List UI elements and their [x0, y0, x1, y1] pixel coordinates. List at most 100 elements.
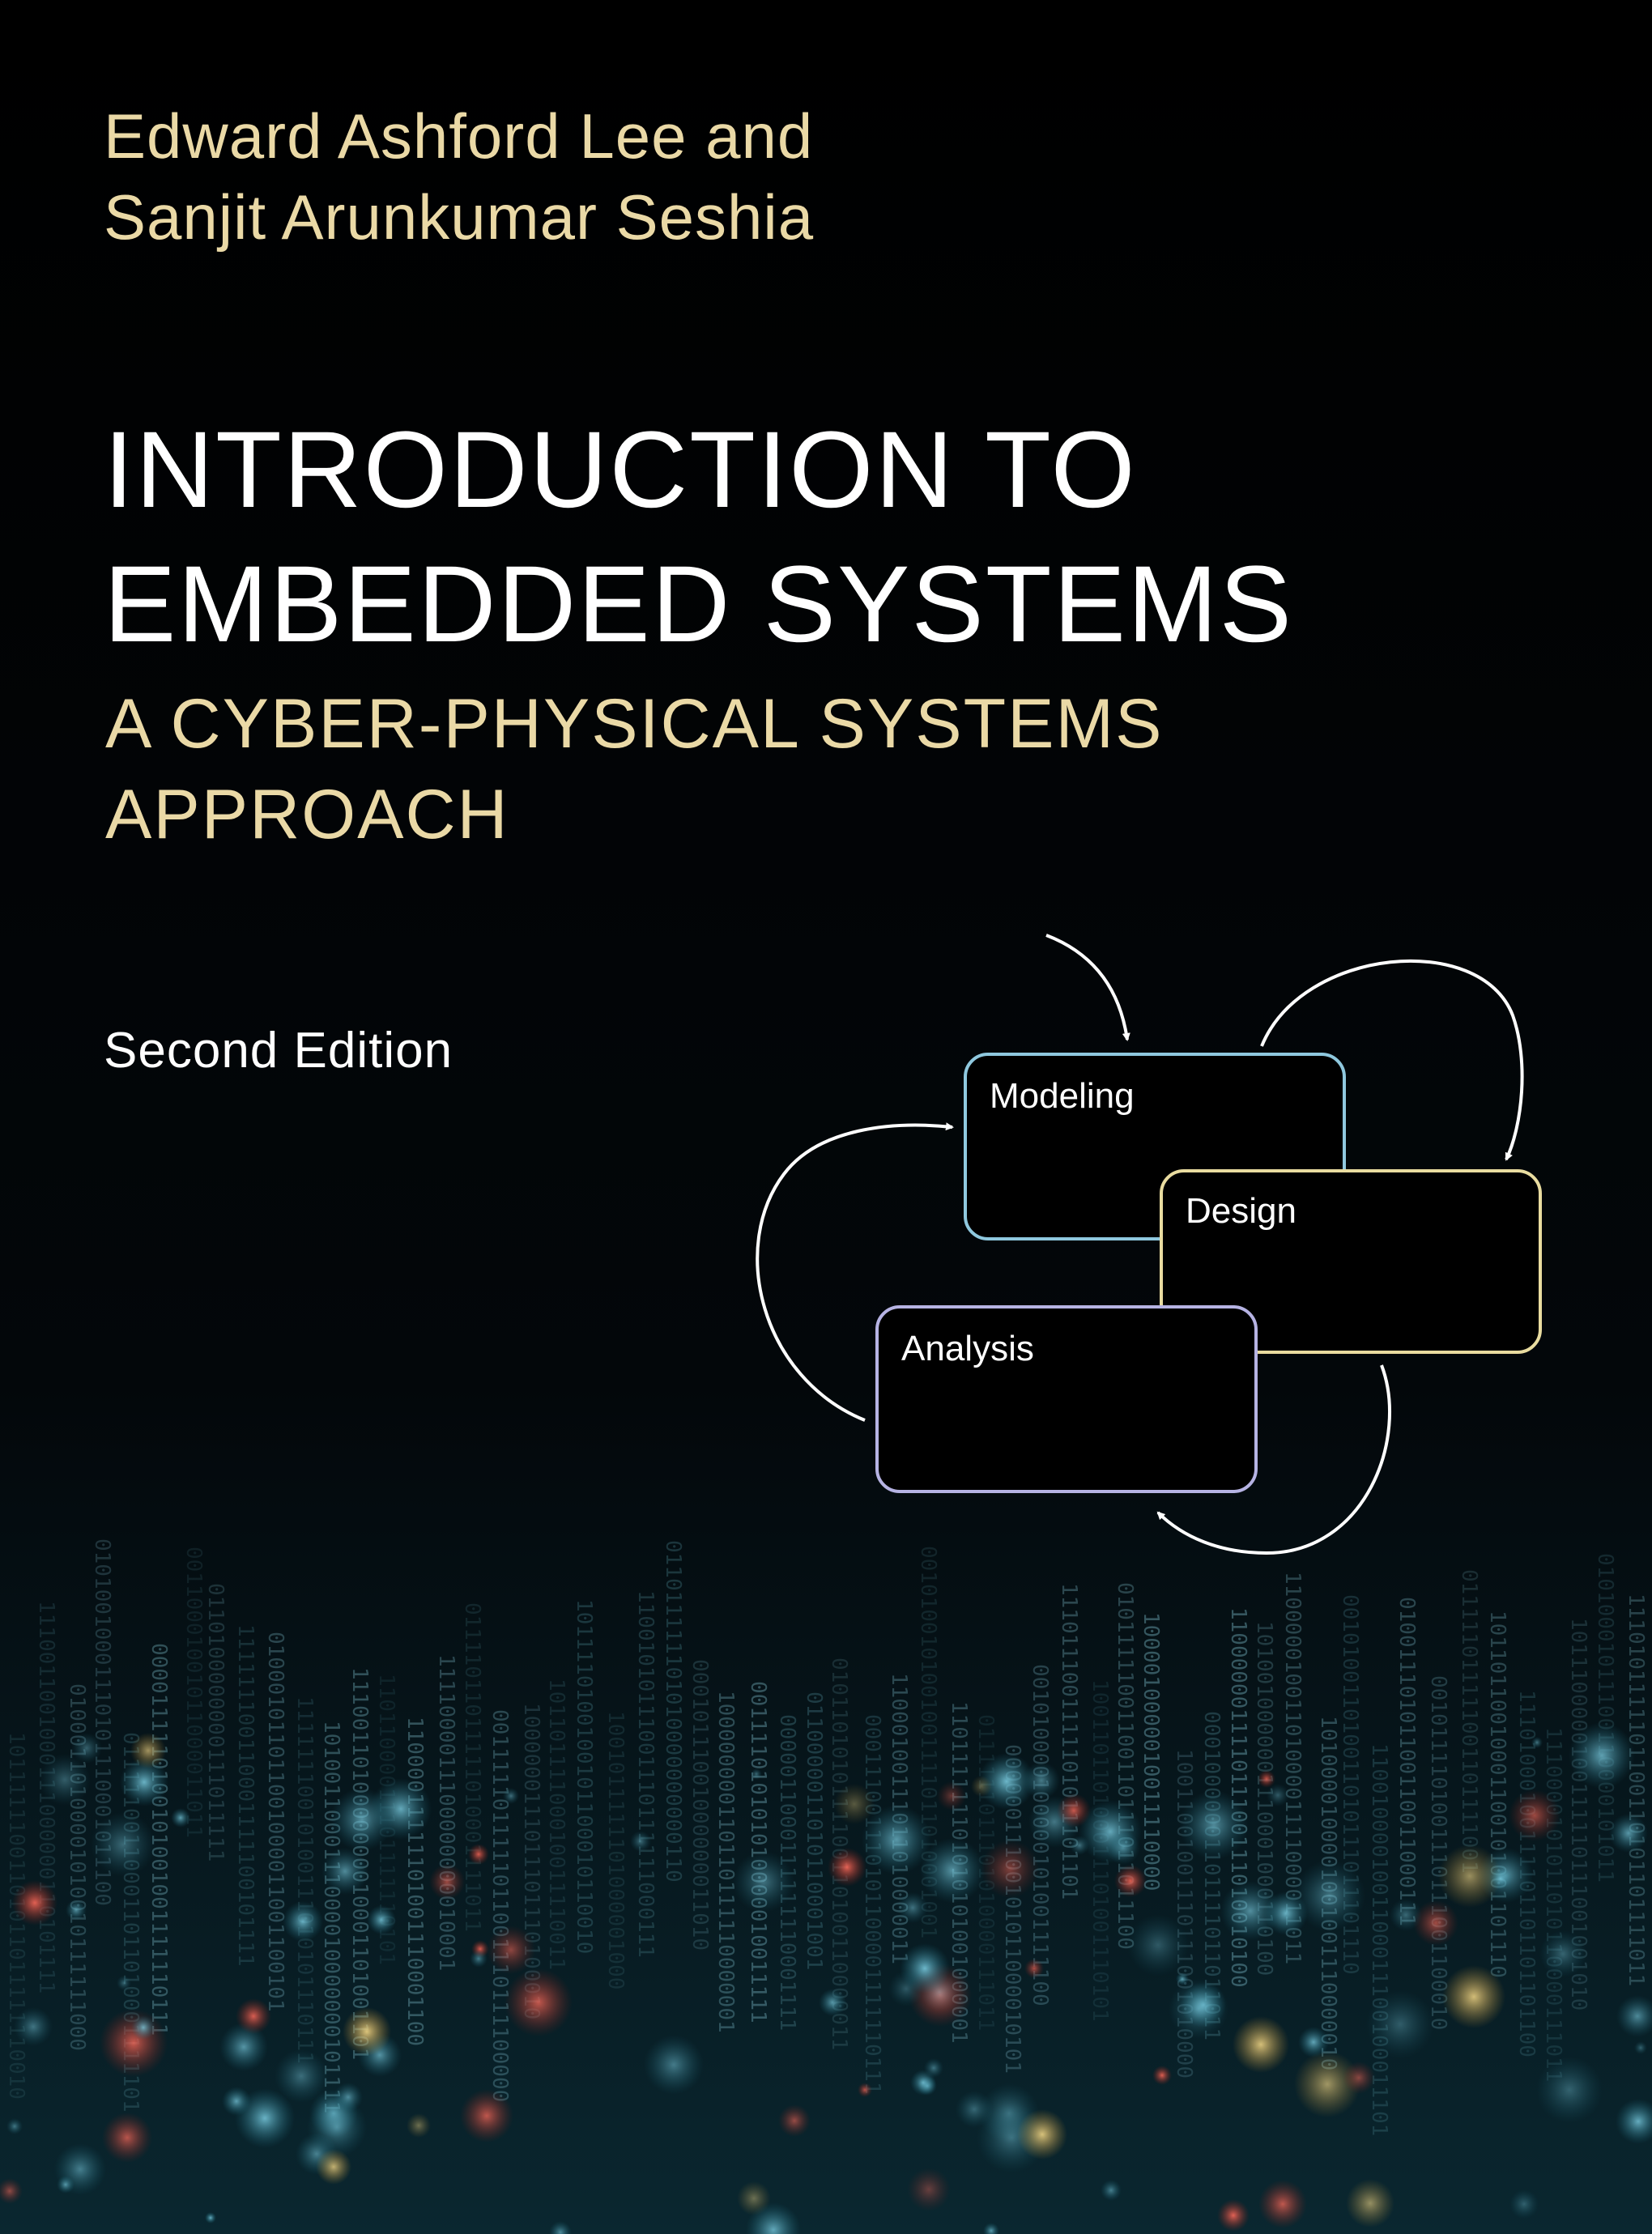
- bokeh-light: [1152, 2066, 1172, 2085]
- bokeh-light: [1017, 2109, 1067, 2160]
- binary-digit-column: 1011110100100101100010110010: [572, 1599, 596, 1954]
- binary-digit-column: 10110110010001100101001101110: [1485, 1611, 1509, 1978]
- binary-digit-column: 011111011111001101111001: [1457, 1569, 1481, 1874]
- bokeh-light: [367, 1905, 396, 1934]
- binary-digit-column: 0011111011111011001110111100000: [488, 1709, 512, 2102]
- bokeh-light: [644, 2035, 704, 2095]
- bokeh-light: [321, 1848, 368, 1895]
- bokeh-light: [1294, 1860, 1365, 1931]
- bokeh-light: [1616, 2099, 1652, 2144]
- binary-digit-column: 01001110101100110011000111: [1394, 1597, 1419, 1926]
- bokeh-light: [283, 1901, 323, 1942]
- binary-digit-column: 0010111101001110111001100010: [1426, 1675, 1450, 2030]
- binary-digit-column: 00110001001011000011011: [181, 1547, 206, 1838]
- author-names: Edward Ashford Lee and Sanjit Arunkumar …: [104, 96, 814, 257]
- bokeh-light: [14, 2007, 53, 2046]
- bokeh-light: [6, 2118, 23, 2134]
- bokeh-light: [1489, 1867, 1512, 1890]
- bokeh-light: [981, 1840, 1039, 1898]
- author-line-2: Sanjit Arunkumar Seshia: [104, 181, 815, 253]
- modeling-label: Modeling: [990, 1076, 1135, 1116]
- binary-digit-column: 1110101111101100110101101111011: [1624, 1594, 1648, 1986]
- bokeh-light: [1258, 1770, 1275, 1788]
- bokeh-light: [1220, 1881, 1280, 1941]
- bokeh-light: [1106, 1831, 1140, 1865]
- book-subtitle: A CYBER-PHYSICAL SYSTEMS APPROACH: [105, 679, 1164, 860]
- bokeh-light: [778, 2104, 811, 2137]
- bokeh-light: [171, 1808, 190, 1828]
- bokeh-light: [1413, 1900, 1458, 1946]
- analysis-to-modeling-arrow: [756, 1122, 954, 1422]
- bokeh-light: [334, 2083, 363, 2112]
- bokeh-light: [1294, 2051, 1360, 2117]
- bokeh-light: [924, 2058, 943, 2078]
- bokeh-light: [1509, 1789, 1560, 1841]
- binary-digit-column: 1000010000010011110000: [1139, 1612, 1163, 1891]
- bokeh-light: [1438, 1845, 1501, 1908]
- bokeh-light: [330, 1788, 394, 1851]
- binary-digit-column: 000111001110101100001111110111: [860, 1714, 884, 2095]
- bokeh-light: [91, 1812, 155, 1877]
- bokeh-light: [130, 1733, 166, 1768]
- bokeh-light: [746, 2202, 801, 2234]
- bokeh-light: [1366, 1990, 1434, 2058]
- author-line-1: Edward Ashford Lee and: [104, 100, 814, 172]
- bokeh-light: [1298, 2027, 1329, 2057]
- modeling-to-design-arrow: [1260, 959, 1524, 1161]
- bokeh-light: [222, 2087, 251, 2116]
- title-line-1: INTRODUCTION TO: [104, 410, 1137, 530]
- analysis-box: [875, 1305, 1258, 1493]
- bokeh-light: [1233, 2016, 1289, 2073]
- bokeh-light: [1179, 1790, 1249, 1860]
- bokeh-light: [971, 1776, 992, 1797]
- binary-digit-column: 10110111100010011110011: [544, 1679, 568, 1970]
- subtitle-line-1: A CYBER-PHYSICAL SYSTEMS: [105, 685, 1164, 763]
- binary-digit-column: 0110000011010110001001: [802, 1691, 826, 1970]
- bokeh-light: [897, 1892, 928, 1923]
- bokeh-light: [57, 2176, 75, 2194]
- binary-digit-column: 011011111101010000000000110: [661, 1540, 685, 1883]
- bokeh-light: [1024, 1959, 1044, 1978]
- bokeh-light: [819, 1989, 846, 2016]
- edition-label: Second Edition: [104, 1023, 453, 1079]
- binary-digit-column: 0110100000000111011111: [203, 1583, 228, 1862]
- bokeh-light: [343, 2007, 391, 2056]
- binary-digit-column: 1110000101011010110000111011: [1541, 1727, 1565, 2082]
- bokeh-light: [487, 1925, 535, 1974]
- bokeh-light: [1346, 2179, 1394, 2228]
- bokeh-light: [407, 2113, 431, 2138]
- bokeh-light: [1258, 2180, 1307, 2228]
- bokeh-light: [1217, 2199, 1250, 2232]
- bokeh-light: [751, 1768, 762, 1780]
- bokeh-light: [1531, 1737, 1543, 1748]
- binary-digit-column: 1001011111101000001000: [603, 1711, 628, 1989]
- bokeh-light: [1539, 1930, 1586, 1977]
- bokeh-light: [1057, 1794, 1091, 1828]
- bokeh-light: [71, 1733, 102, 1764]
- bokeh-light: [1536, 2057, 1603, 2123]
- subtitle-line-2: APPROACH: [105, 776, 509, 853]
- bokeh-light: [1616, 1995, 1652, 2037]
- analysis-label: Analysis: [901, 1329, 1034, 1368]
- title-line-2: EMBEDDED SYSTEMS: [104, 544, 1294, 665]
- bokeh-light: [219, 2023, 268, 2071]
- bokeh-light: [236, 1998, 271, 2034]
- incoming-arrow: [1045, 934, 1130, 1041]
- bokeh-light: [316, 2149, 351, 2185]
- bokeh-light: [66, 1900, 87, 1921]
- bokeh-light: [1609, 1814, 1648, 1853]
- binary-digit-column: 1010011000111000010000000101111: [319, 1721, 343, 2113]
- design-box: [1160, 1169, 1542, 1354]
- binary-digit-column: 111111100110001111100101111: [233, 1624, 258, 1967]
- binary-digit-column: 1111000011100000000010001: [434, 1654, 458, 1971]
- binary-digit-column: 11000011111101001110001100: [402, 1717, 427, 2046]
- bokeh-light: [630, 1831, 651, 1852]
- bokeh-light: [983, 2223, 999, 2234]
- bokeh-light: [205, 2212, 216, 2223]
- binary-digit-column: 010001011011001000011001100101: [263, 1632, 287, 2012]
- bokeh-light: [102, 2113, 152, 2163]
- design-label: Design: [1186, 1191, 1296, 1231]
